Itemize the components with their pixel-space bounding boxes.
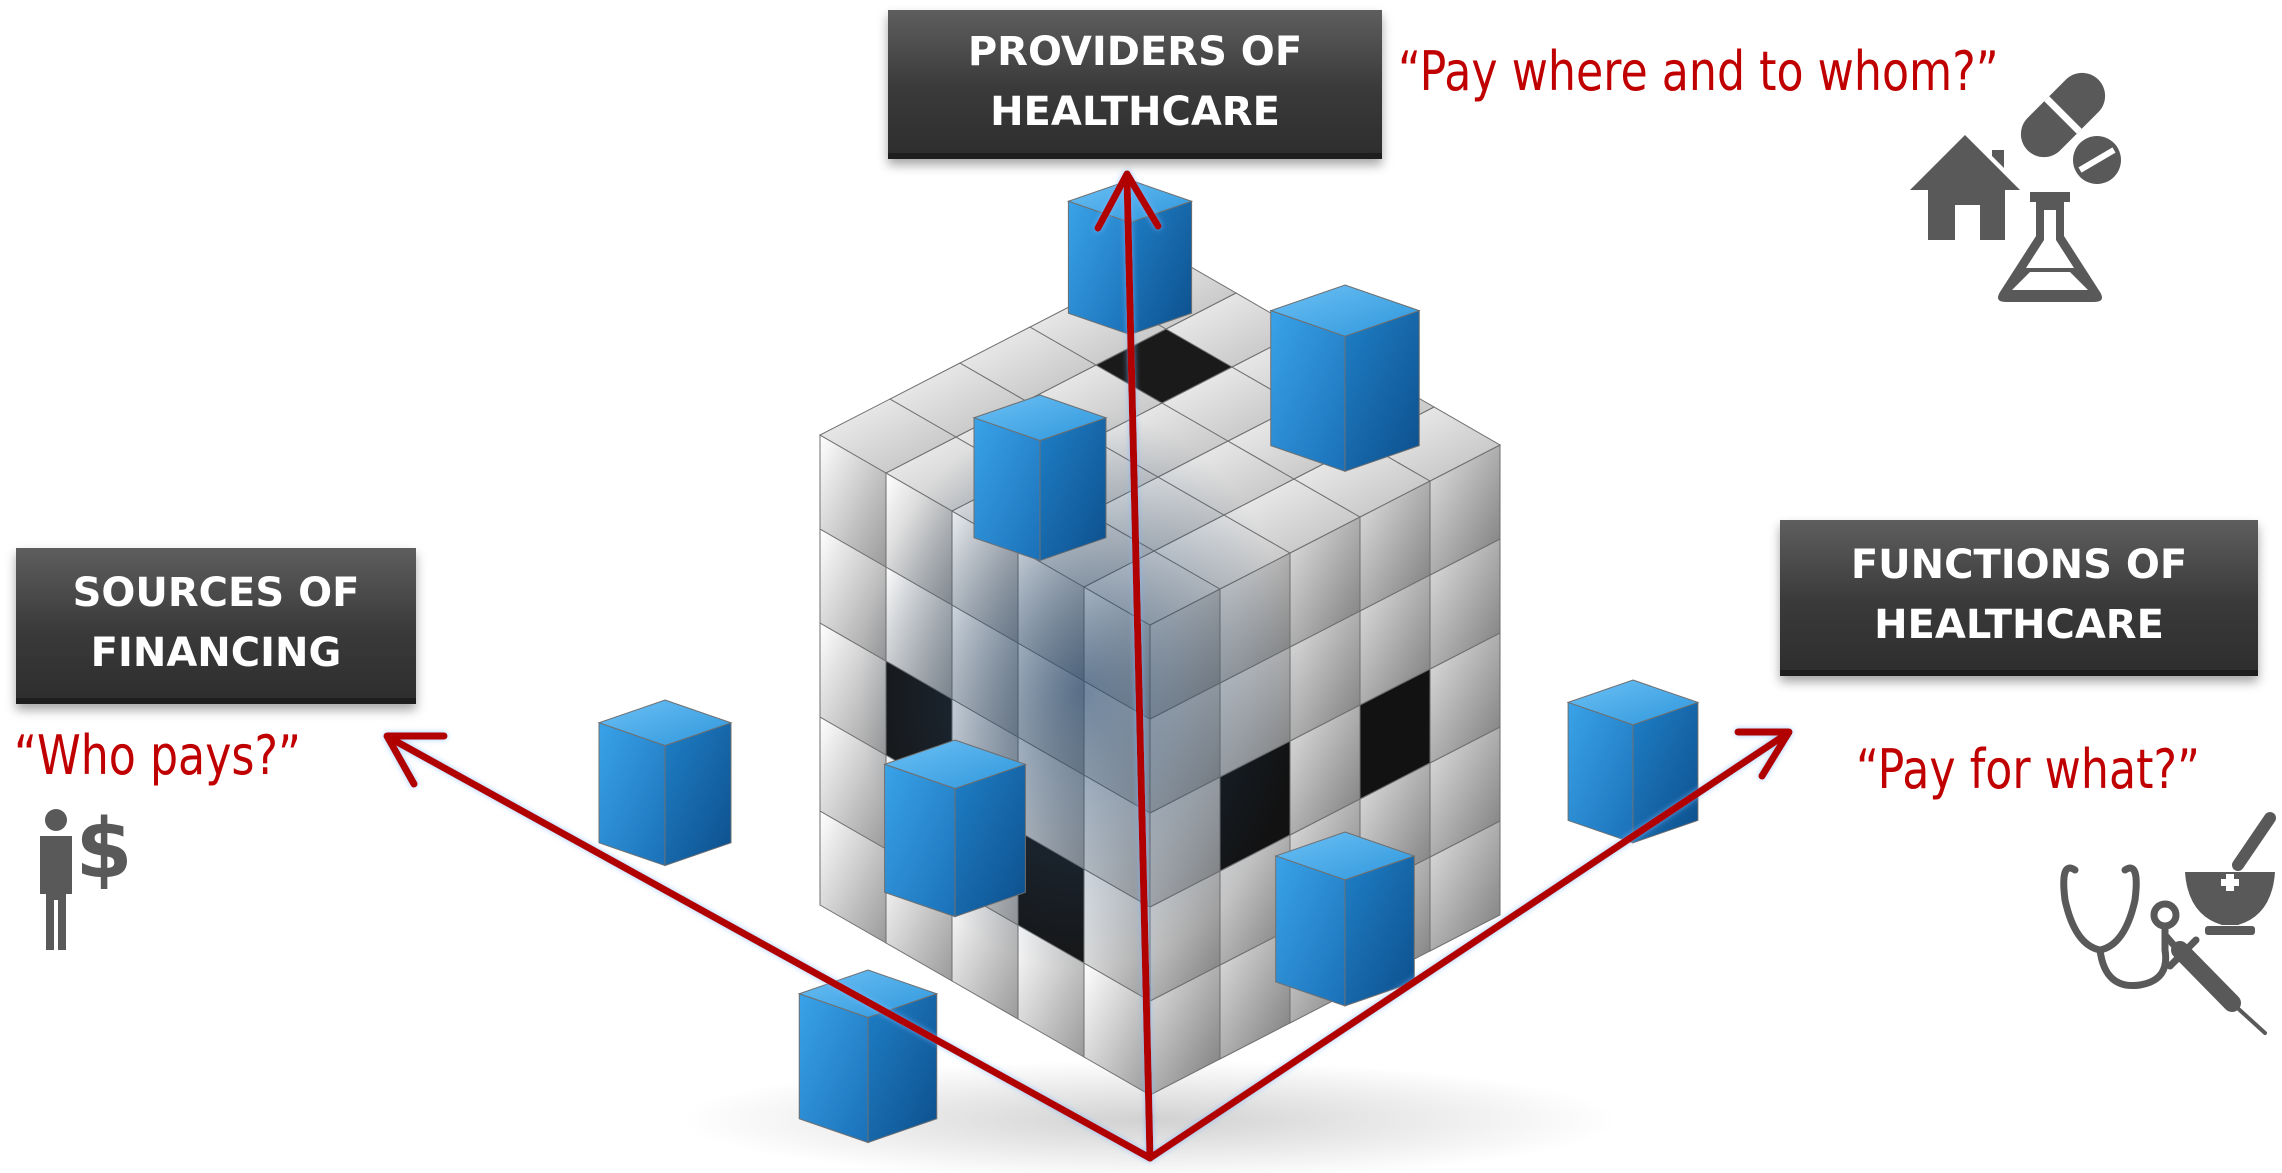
functions-question: “Pay for what?” <box>1856 738 2200 801</box>
blue-cube-right-face <box>1632 701 1699 844</box>
providers-question: “Pay where and to whom?” <box>1398 40 1999 103</box>
providers-label-box: PROVIDERS OF HEALTHCARE <box>888 10 1382 159</box>
blue-cube-left-face <box>1567 701 1634 844</box>
providers-arrowhead <box>1094 170 1162 232</box>
functions-icons <box>2060 812 2276 1035</box>
functions-arrowhead <box>1734 728 1793 780</box>
sources-title-line1: SOURCES OF <box>72 570 360 616</box>
blue-cube-left-face <box>798 993 869 1144</box>
blue-cube-right-face <box>1344 855 1415 1007</box>
mortar-pestle-icon <box>2185 812 2276 935</box>
blue-cube-right-face <box>1344 309 1420 473</box>
axis-arrows <box>383 170 1793 1162</box>
blue-cubes <box>597 179 1700 1144</box>
sources-label-box: SOURCES OF FINANCING <box>16 548 416 704</box>
sources-question: “Who pays?” <box>14 724 301 787</box>
blue-cube-right-face <box>1129 200 1193 336</box>
stethoscope-icon <box>2060 864 2180 990</box>
providers-title-line2: HEALTHCARE <box>990 88 1280 135</box>
tablet-icon <box>2073 136 2121 184</box>
dollar-icon: $ <box>75 802 132 897</box>
blue-cube-right-face <box>664 722 732 867</box>
providers-icons <box>1910 72 2121 302</box>
providers-axis-arrow <box>1123 174 1154 1162</box>
house-icon <box>1910 135 2020 240</box>
sources-arrowhead <box>383 732 448 788</box>
blue-cube-left-face <box>884 763 956 918</box>
functions-label-box: FUNCTIONS OF HEALTHCARE <box>1780 520 2258 676</box>
sources-title-line2: FINANCING <box>90 630 342 676</box>
blue-cube-left-face <box>598 722 666 867</box>
flask-icon <box>1998 192 2102 302</box>
functions-title-line1: FUNCTIONS OF <box>1850 542 2188 588</box>
blue-cube-left-face <box>973 417 1041 562</box>
blue-cube-right-face <box>954 763 1026 918</box>
blue-cube-left-face <box>1275 855 1346 1007</box>
blue-cube-right-face <box>867 993 938 1144</box>
functions-title-line2: HEALTHCARE <box>1874 602 2164 648</box>
blue-cube-right-face <box>1039 417 1107 562</box>
sources-icons: $ <box>40 802 133 950</box>
syringe-icon <box>2161 931 2267 1035</box>
functions-axis-arrow <box>1146 731 1789 1162</box>
providers-title-line1: PROVIDERS OF <box>967 28 1303 75</box>
pill-icon <box>2020 72 2106 158</box>
blue-cube-left-face <box>1270 309 1346 473</box>
person-icon <box>40 809 72 950</box>
sources-axis-arrow <box>386 734 1154 1162</box>
